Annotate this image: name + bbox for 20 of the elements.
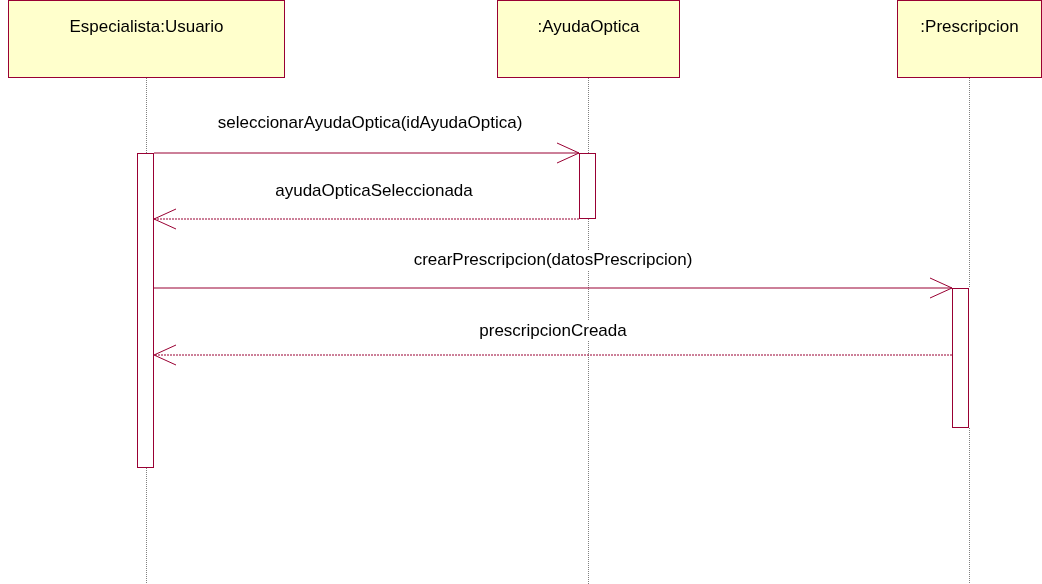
message-arrow — [153, 344, 953, 366]
object-box — [897, 0, 1042, 78]
activation-bar — [579, 153, 596, 219]
activation-bar — [952, 288, 969, 428]
message-arrow — [153, 142, 580, 164]
object-name: Especialista:Usuario — [69, 17, 224, 37]
lifeline — [588, 77, 589, 154]
message-arrow — [153, 277, 953, 299]
lifeline — [146, 77, 147, 154]
activation-bar — [137, 153, 154, 468]
message-arrow — [153, 208, 580, 230]
object-box — [497, 0, 680, 78]
lifeline — [969, 77, 970, 289]
message-label: seleccionarAyudaOptica(idAyudaOptica) — [215, 113, 525, 133]
message-label: crearPrescripcion(datosPrescripcion) — [411, 250, 695, 270]
message-label: prescripcionCreada — [477, 321, 629, 341]
object-name: :Prescripcion — [920, 17, 1019, 37]
message-label: ayudaOpticaSeleccionada — [273, 181, 475, 201]
object-name: :AyudaOptica — [537, 17, 640, 37]
object-box — [8, 0, 285, 78]
